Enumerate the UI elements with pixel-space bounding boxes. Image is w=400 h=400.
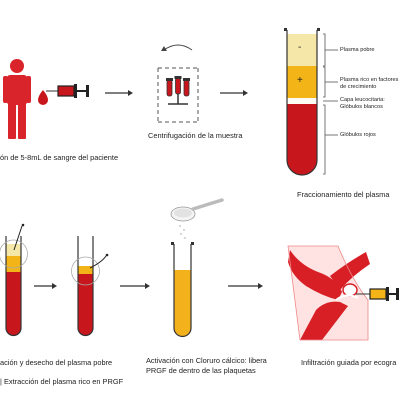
patient-figure-icon: [3, 59, 31, 139]
label-buffy-coat: Capa leucocitaria: Glóbulos blancos: [340, 97, 385, 110]
step-infiltration-caption: Infiltración guiada por ecogra: [301, 358, 397, 367]
plasma-removal-tube: [0, 223, 28, 337]
fraction-brackets: [323, 33, 338, 175]
label-poor-plasma: Plasma pobre: [340, 47, 375, 53]
arrow-icon: [120, 283, 150, 289]
calcium-chloride-spoon-icon: [170, 198, 224, 239]
label-red-cells: Glóbulos rojos: [340, 132, 376, 138]
step-fractionation-caption: Fraccionamiento del plasma: [297, 190, 390, 199]
prgf-extraction-tube: [71, 236, 109, 337]
arrow-icon: [34, 283, 57, 289]
rich-plasma-symbol: +: [297, 75, 303, 86]
fractionated-tube: [284, 28, 320, 176]
arrow-icon: [220, 90, 248, 96]
arrow-icon: [228, 283, 263, 289]
label-rich-plasma: Plasma rico en factores de crecimiento: [340, 77, 399, 90]
arrow-icon: [105, 90, 133, 96]
infiltration-syringe-icon: [356, 287, 399, 301]
knee-joint-icon: [287, 245, 370, 341]
step-activation-caption: Activación con Cloruro cálcico: libera P…: [146, 356, 267, 375]
blood-drop-icon: [38, 90, 48, 105]
figure-caption: | Extracción del plasma rico en PRGF: [0, 377, 124, 386]
step-poor-plasma-removal-caption: ación y desecho del plasma pobre: [0, 358, 113, 367]
step-blood-extraction-caption: ón de 5-8mL de sangre del paciente: [0, 153, 119, 162]
centrifuge-icon: [157, 44, 199, 123]
syringe-icon: [46, 84, 89, 98]
activation-tube: [171, 242, 194, 338]
poor-plasma-symbol: -: [298, 42, 302, 53]
step-centrifugation-caption: Centrifugación de la muestra: [148, 131, 243, 140]
